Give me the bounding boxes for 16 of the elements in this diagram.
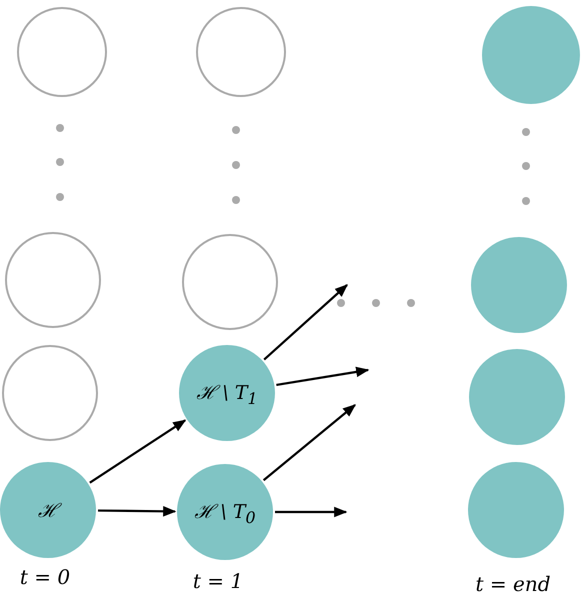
time-label: t = end [475,572,551,594]
arrow [262,404,356,482]
arrow [89,419,186,484]
arrow [276,366,370,386]
arrow [275,506,348,518]
state-circle [196,7,286,97]
node-label: ℋ \ T$_{1}$ [196,380,258,408]
time-label: t = 1 [192,569,244,593]
state-circle [182,234,278,330]
arrow [263,284,348,360]
time-label: t = 0 [20,565,70,589]
state-circle [17,7,107,97]
arrow [98,506,176,517]
node-label: ℋ \ T$_{0}$ [194,500,256,526]
state-circle [5,232,101,328]
state-circle [2,345,98,441]
